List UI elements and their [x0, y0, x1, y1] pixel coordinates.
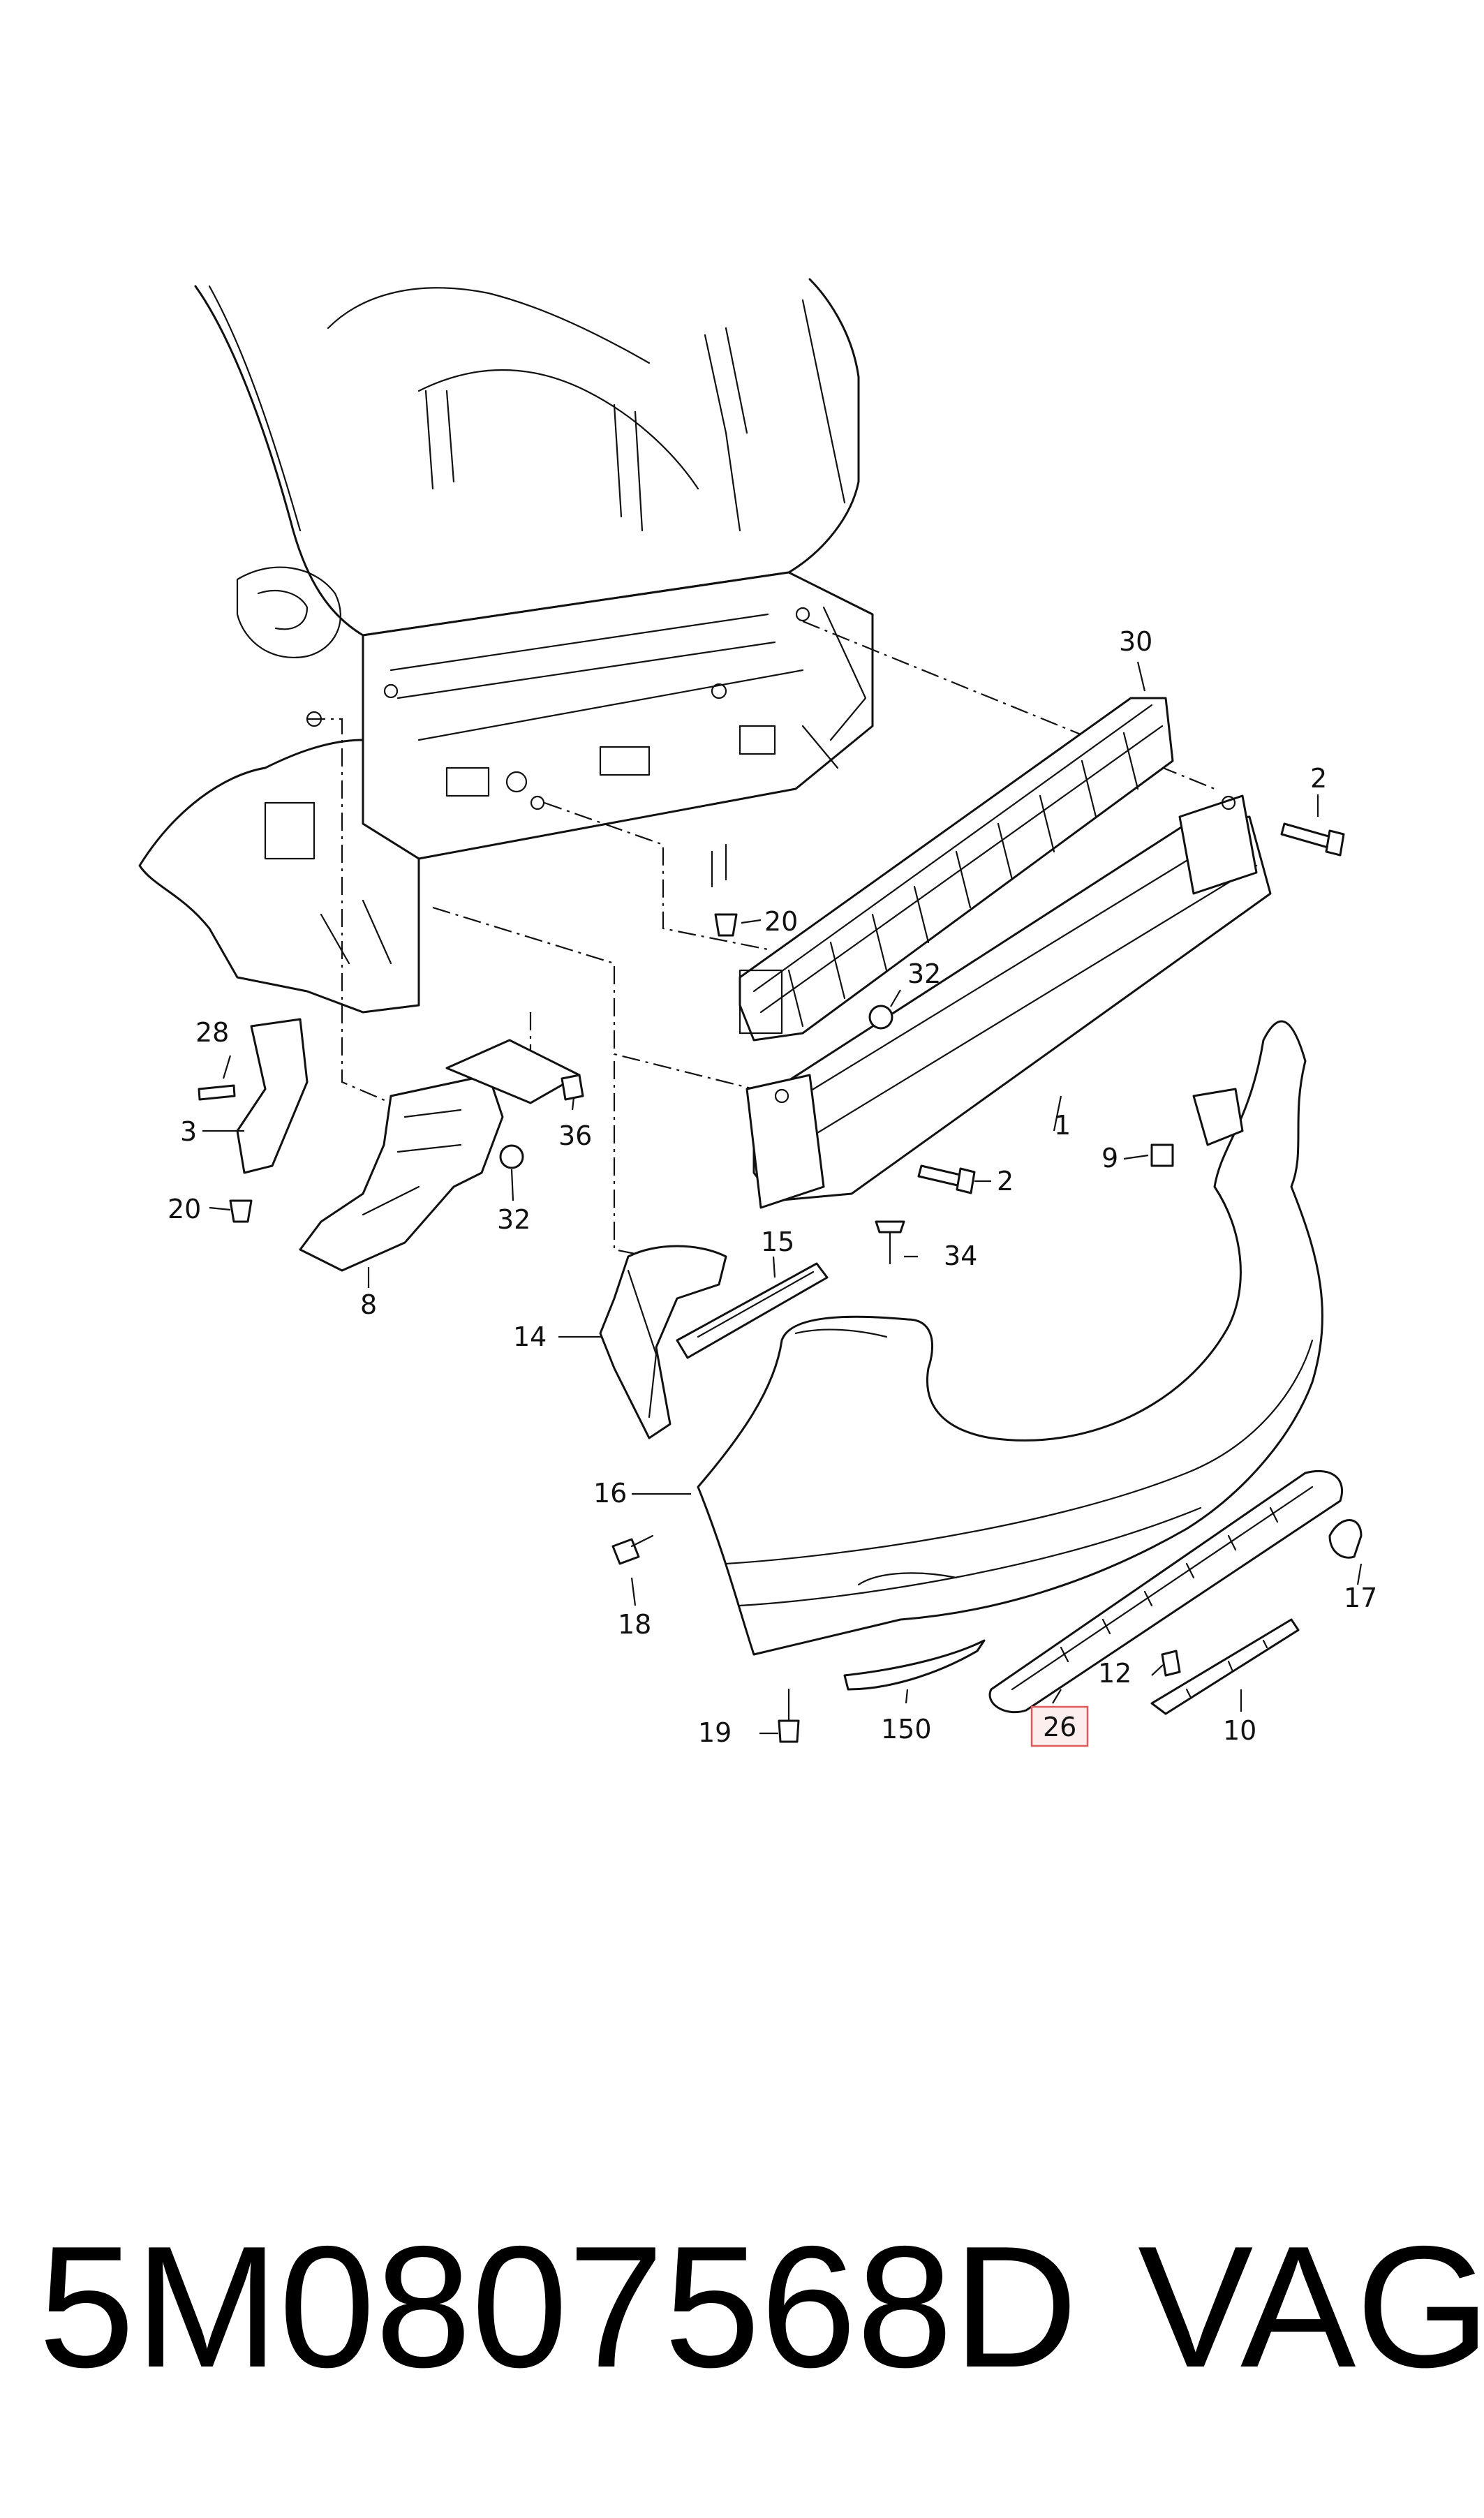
part-14-side-bracket	[599, 1245, 727, 1439]
bolt-28	[198, 1084, 236, 1101]
part-8-side-bracket	[299, 1074, 504, 1272]
screw-34	[875, 1220, 905, 1265]
callout-26-highlight-box	[1030, 1705, 1089, 1747]
nut-32-lower	[499, 1144, 524, 1169]
callout-1: 1	[1054, 1110, 1071, 1141]
callout-18: 18	[618, 1609, 651, 1640]
callout-2-upper: 2	[1310, 763, 1327, 794]
clip-20-upper	[714, 913, 738, 937]
callout-34: 34	[944, 1241, 977, 1271]
part-36-clip	[445, 1039, 584, 1104]
callout-32-lower: 32	[497, 1204, 530, 1235]
callout-36: 36	[558, 1120, 592, 1151]
callout-30: 30	[1119, 626, 1152, 657]
callout-14: 14	[513, 1321, 547, 1352]
callout-12: 12	[1098, 1658, 1131, 1689]
leader-lines	[202, 661, 1363, 1735]
clip-9	[1150, 1143, 1174, 1167]
part-26-lower-trim	[988, 1469, 1344, 1714]
part-1-bumper-reinforcement	[745, 794, 1272, 1209]
brand-caption: VAG	[1138, 2209, 1484, 2404]
screw-19	[778, 1688, 800, 1743]
callout-8: 8	[360, 1289, 377, 1320]
part-17-reflector-cap	[1328, 1519, 1363, 1559]
callout-9: 9	[1101, 1143, 1118, 1173]
callout-10: 10	[1223, 1715, 1256, 1746]
callout-28: 28	[195, 1017, 229, 1048]
part-150-trim-strip	[843, 1639, 986, 1691]
part-15-guide-rail	[676, 1262, 829, 1359]
callout-32-upper: 32	[907, 958, 941, 989]
bolt-2-upper	[1280, 822, 1345, 857]
part-16-bumper-cover	[697, 1020, 1323, 1656]
part-30-energy-absorber	[739, 697, 1174, 1042]
callout-20-lower: 20	[168, 1194, 201, 1224]
callout-16: 16	[593, 1478, 627, 1509]
callout-20-upper: 20	[764, 906, 798, 937]
callout-19: 19	[698, 1717, 732, 1748]
callout-3: 3	[180, 1116, 197, 1147]
part-10-trim-strip	[1150, 1618, 1300, 1715]
callout-15: 15	[761, 1227, 794, 1257]
vehicle-body-structure	[138, 278, 874, 1014]
callout-26: 26	[1043, 1712, 1076, 1742]
part-3-mounting-bracket	[236, 1018, 309, 1174]
bolt-2-lower	[917, 1164, 976, 1194]
callout-2-lower: 2	[997, 1166, 1014, 1197]
callout-150: 150	[881, 1714, 932, 1745]
part-12-clip	[1161, 1650, 1181, 1677]
screw-18	[611, 1534, 654, 1565]
callout-17: 17	[1344, 1583, 1377, 1613]
part-number-caption: 5M0807568D	[38, 2209, 1078, 2404]
fasteners	[198, 822, 1345, 1743]
callout-labels: 30 2 20 32 28 3 20 36 32 8 1 9 2 15 34 1…	[168, 626, 1377, 1748]
nut-32-upper	[868, 1005, 893, 1030]
clip-20-lower	[229, 1199, 253, 1223]
